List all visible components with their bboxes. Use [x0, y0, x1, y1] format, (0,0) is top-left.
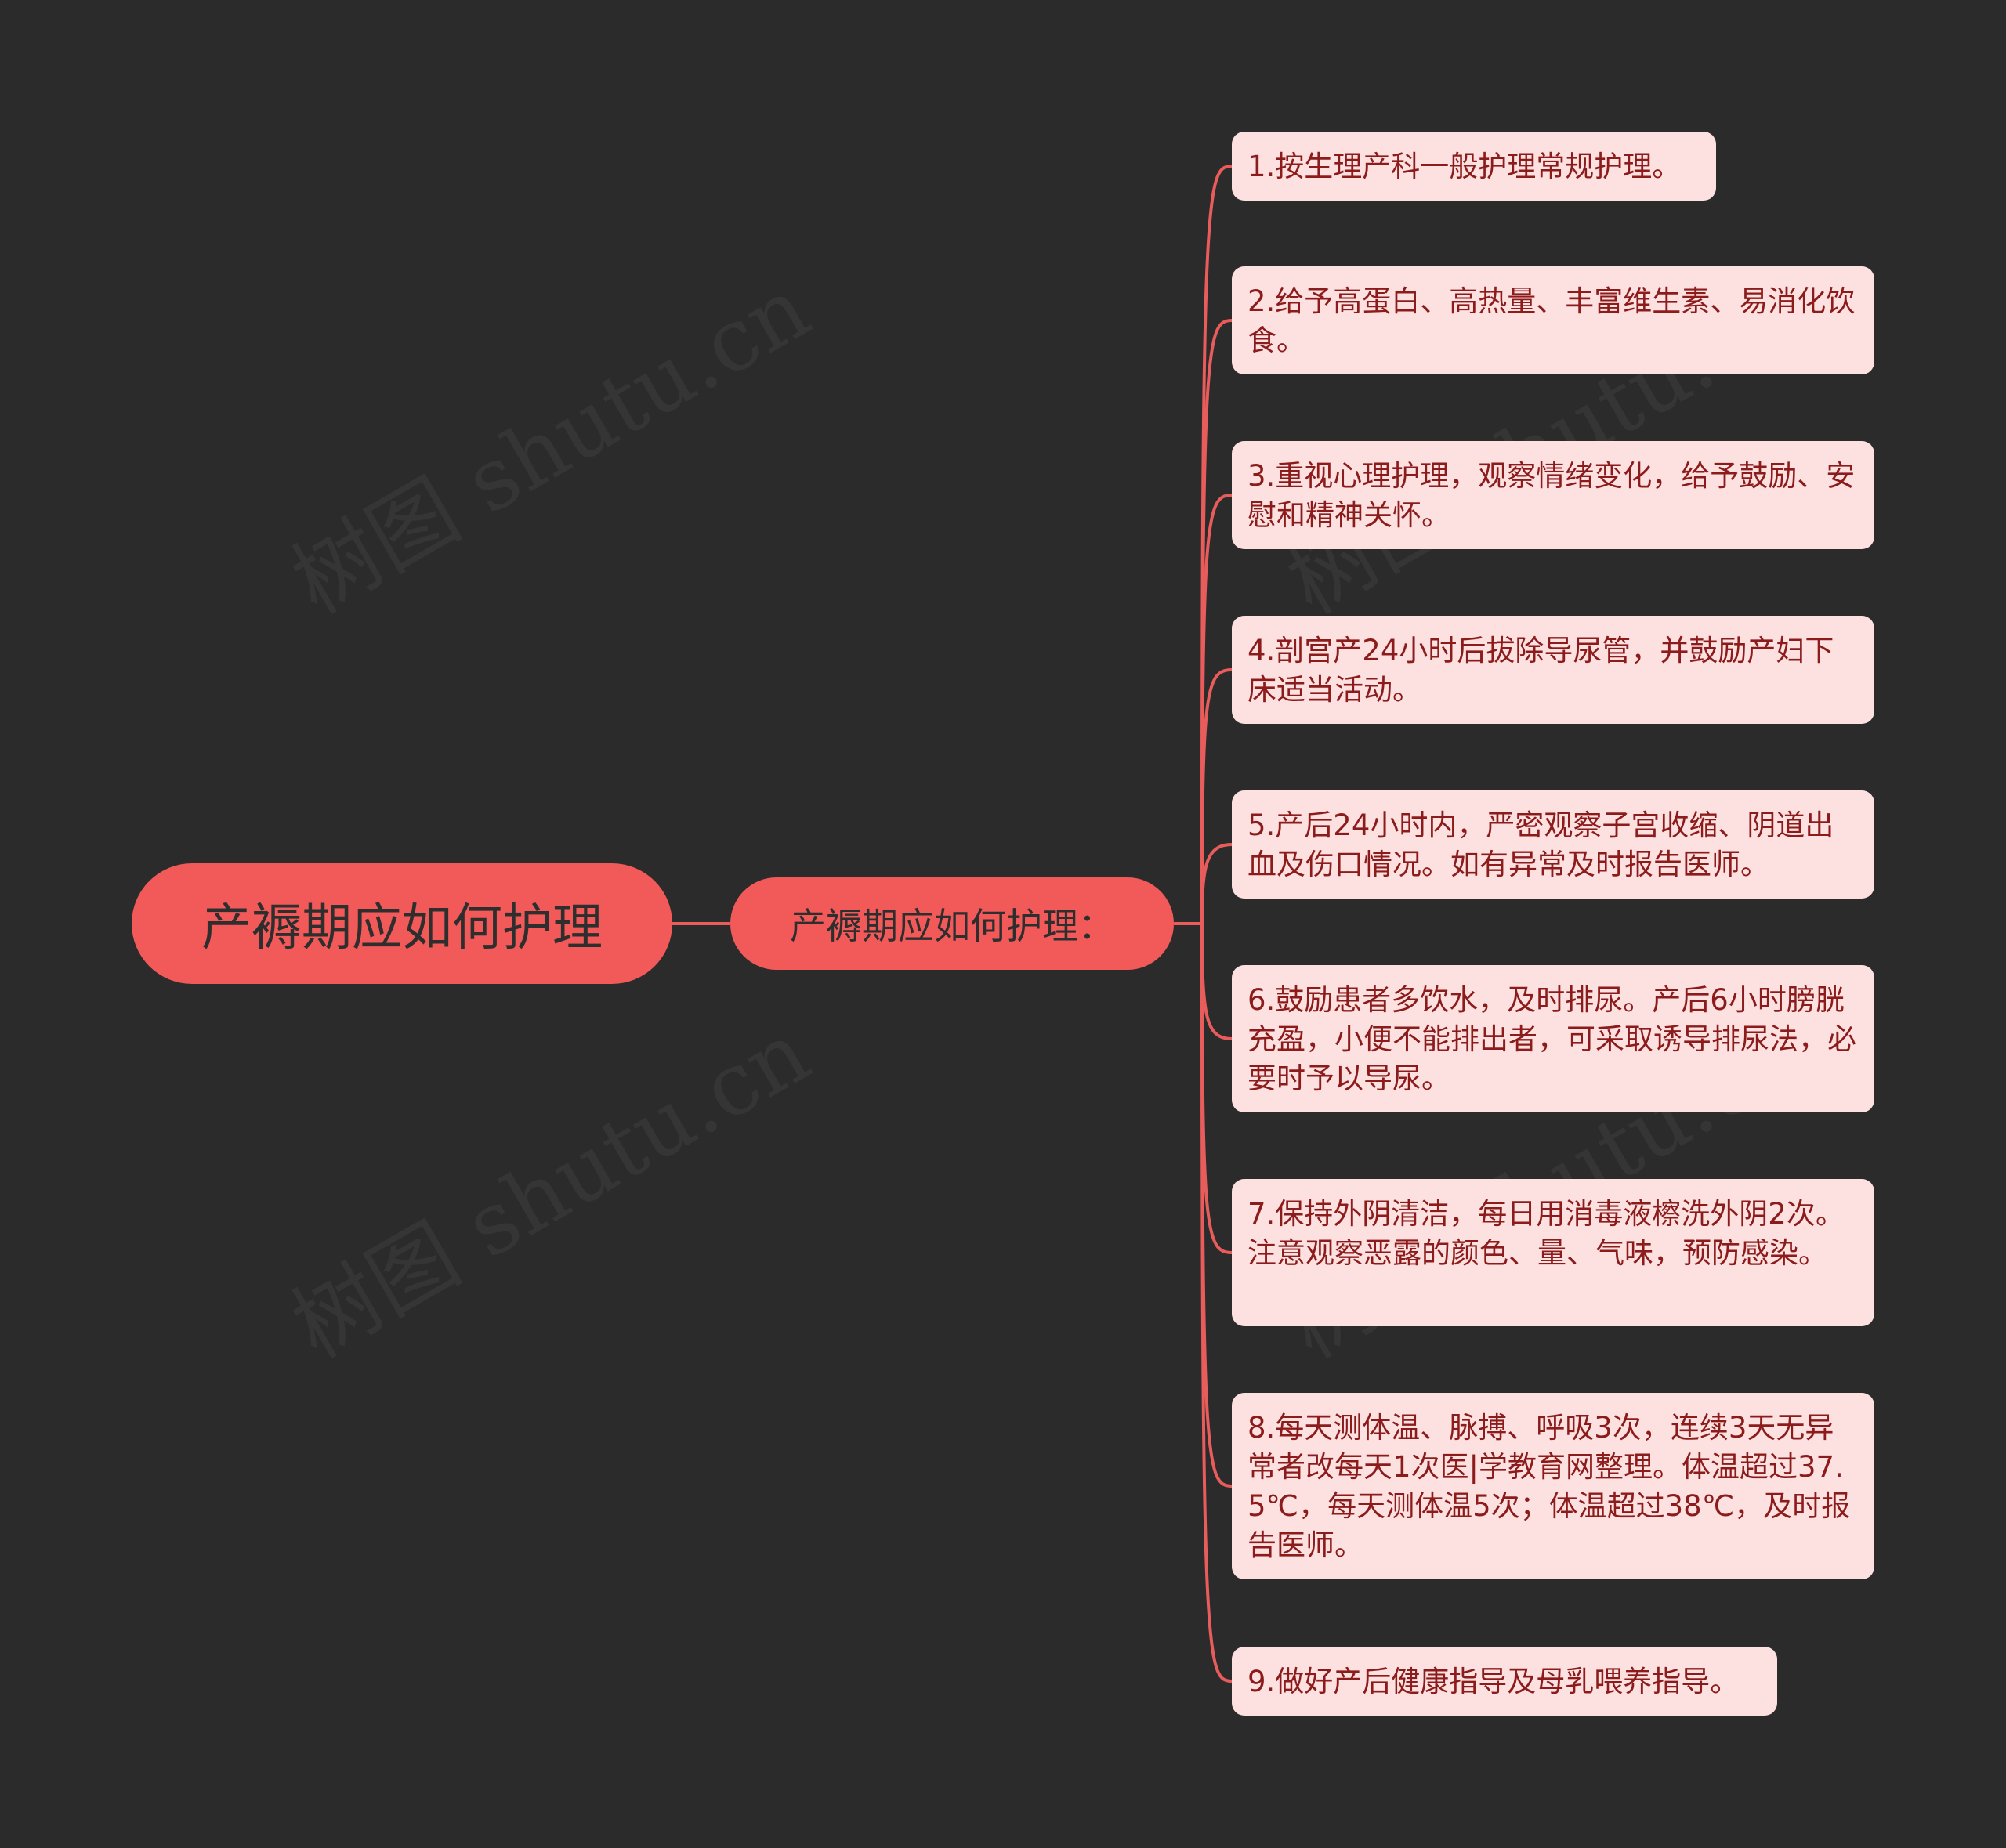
leaf-node-text: 7.保持外阴清洁，每日用消毒液檫洗外阴2次。注意观察恶露的颜色、量、气味，预防感…	[1247, 1197, 1845, 1270]
leaf-node-text: 3.重视心理护理，观察情绪变化，给予鼓励、安慰和精神关怀。	[1247, 459, 1856, 532]
branch-link-5	[1200, 843, 1233, 924]
leaf-node-8[interactable]: 8.每天测体温、脉搏、呼吸3次，连续3天无异常者改每天1次医|学教育网整理。体温…	[1232, 1393, 1874, 1579]
leaf-node-text: 6.鼓励患者多饮水，及时排尿。产后6小时膀胱充盈，小便不能排出者，可采取诱导排尿…	[1247, 983, 1856, 1095]
leaf-node-5[interactable]: 5.产后24小时内，严密观察子宫收缩、阴道出血及伤口情况。如有异常及时报告医师。	[1232, 790, 1874, 899]
leaf-node-1[interactable]: 1.按生理产科一般护理常规护理。	[1232, 132, 1716, 201]
leaf-node-3[interactable]: 3.重视心理护理，观察情绪变化，给予鼓励、安慰和精神关怀。	[1232, 441, 1874, 549]
root-node[interactable]: 产褥期应如何护理	[132, 863, 672, 984]
leaf-node-text: 9.做好产后健康指导及母乳喂养指导。	[1247, 1665, 1740, 1698]
branch-link-9	[1200, 923, 1233, 1683]
leaf-node-7[interactable]: 7.保持外阴清洁，每日用消毒液檫洗外阴2次。注意观察恶露的颜色、量、气味，预防感…	[1232, 1179, 1874, 1326]
leaf-node-text: 8.每天测体温、脉搏、呼吸3次，连续3天无异常者改每天1次医|学教育网整理。体温…	[1247, 1411, 1851, 1562]
leaf-node-4[interactable]: 4.剖宫产24小时后拔除导尿管，并鼓励产妇下床适当活动。	[1232, 616, 1874, 724]
leaf-node-text: 4.剖宫产24小时后拔除导尿管，并鼓励产妇下床适当活动。	[1247, 634, 1834, 707]
branch-link-4	[1200, 668, 1233, 924]
branch-link-2	[1200, 319, 1233, 924]
subtopic-node[interactable]: 产褥期应如何护理：	[730, 877, 1174, 970]
branch-link-6	[1200, 923, 1233, 1040]
branch-link-7	[1200, 923, 1233, 1254]
leaf-node-text: 2.给予高蛋白、高热量、丰富维生素、易消化饮食。	[1247, 284, 1856, 357]
leaf-node-9[interactable]: 9.做好产后健康指导及母乳喂养指导。	[1232, 1647, 1777, 1716]
leaf-node-text: 1.按生理产科一般护理常规护理。	[1247, 150, 1682, 183]
subtopic-node-label: 产褥期应如何护理：	[790, 905, 1114, 947]
branch-links	[1200, 165, 1233, 1683]
leaf-node-6[interactable]: 6.鼓励患者多饮水，及时排尿。产后6小时膀胱充盈，小便不能排出者，可采取诱导排尿…	[1232, 965, 1874, 1112]
root-node-label: 产褥期应如何护理	[201, 899, 603, 957]
leaf-node-text: 5.产后24小时内，严密观察子宫收缩、阴道出血及伤口情况。如有异常及时报告医师。	[1247, 808, 1834, 881]
leaf-node-2[interactable]: 2.给予高蛋白、高热量、丰富维生素、易消化饮食。	[1232, 266, 1874, 374]
